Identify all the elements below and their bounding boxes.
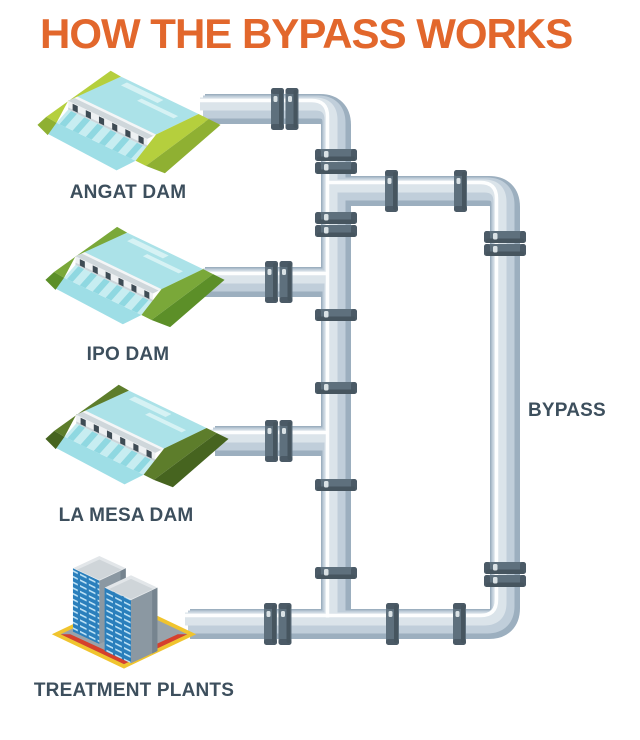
la-mesa-dam-label: LA MESA DAM bbox=[58, 505, 194, 526]
la-mesa-dam-icon bbox=[44, 384, 230, 488]
page-title: HOW THE BYPASS WORKS bbox=[40, 10, 573, 57]
angat-dam-label: ANGAT DAM bbox=[69, 182, 187, 203]
ipo-dam-label: IPO DAM bbox=[86, 344, 170, 365]
pipe-couplings bbox=[264, 88, 526, 645]
angat-dam-icon bbox=[36, 70, 222, 174]
ipo-dam-icon bbox=[44, 226, 226, 328]
treatment-plants-label: TREATMENT PLANTS bbox=[33, 680, 235, 701]
treatment-plants-icon bbox=[36, 540, 212, 681]
bypass-label: BYPASS bbox=[528, 400, 606, 421]
